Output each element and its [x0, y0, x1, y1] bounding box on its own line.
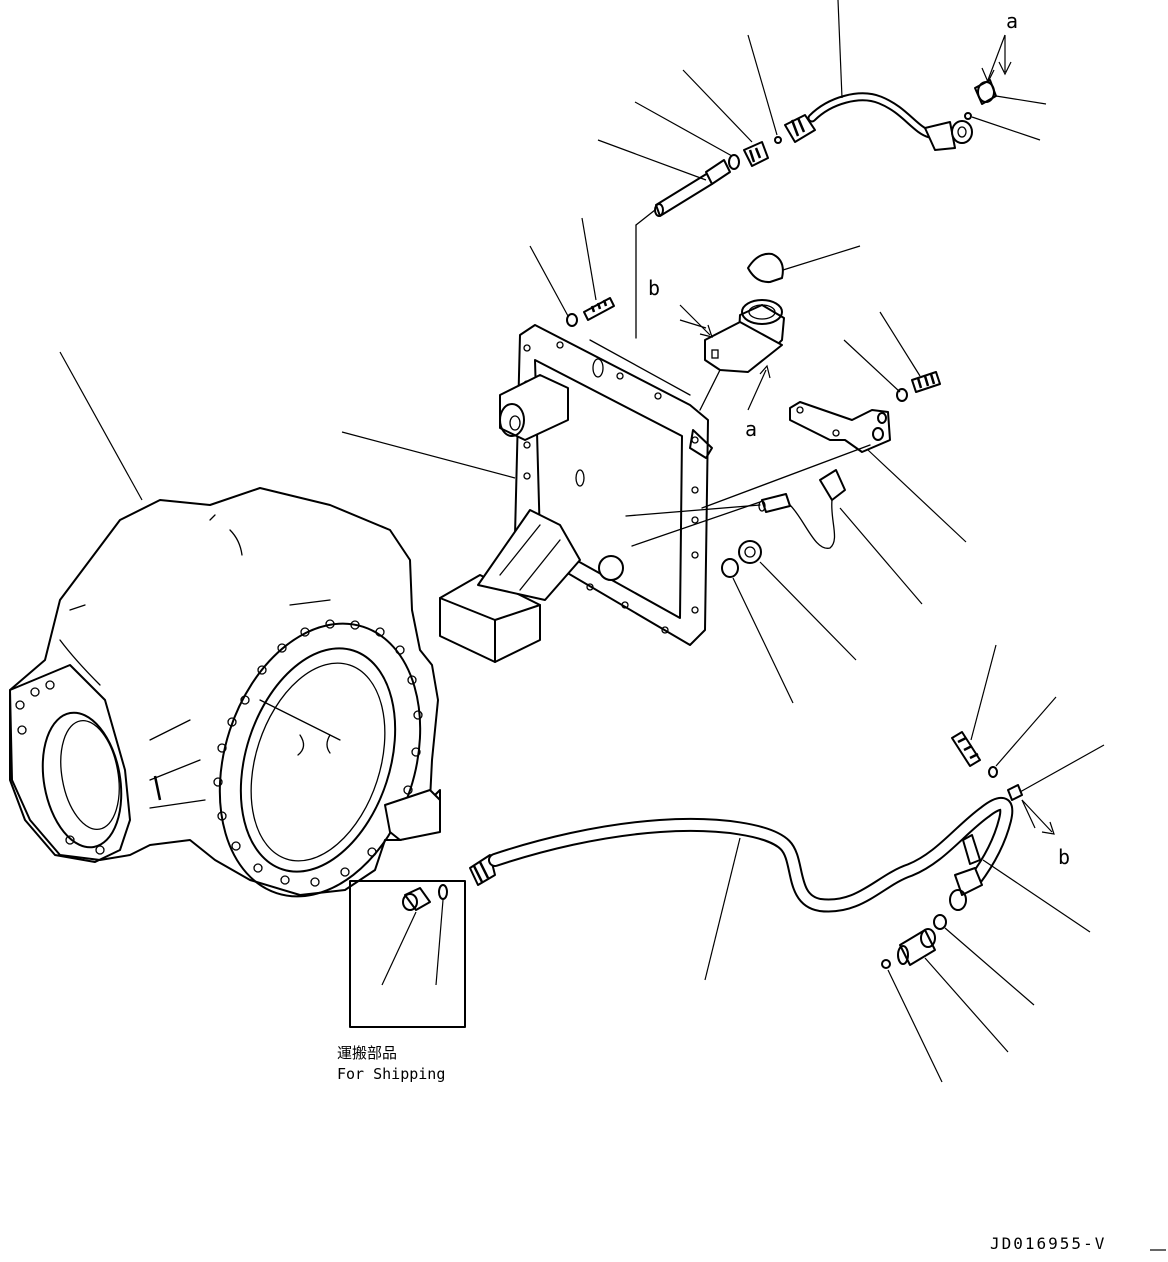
- callout-a-mid: a: [745, 364, 771, 441]
- bolt-cover: [583, 297, 615, 321]
- seal-bottom: [933, 914, 947, 930]
- plug: [738, 540, 762, 564]
- elbow-top: [743, 141, 769, 167]
- sensor-harness: [758, 469, 846, 549]
- bolt-hose: [951, 731, 981, 767]
- seal-top: [728, 154, 740, 170]
- filler-neck: [699, 299, 785, 411]
- callout-a-mid-label: a: [745, 417, 757, 441]
- bracket: [789, 401, 891, 453]
- oring-bottom: [881, 959, 891, 969]
- oring-top: [774, 136, 782, 144]
- washer-cover: [566, 313, 578, 327]
- shipping-box: 運搬部品 For Shipping: [337, 880, 466, 1083]
- callout-b-bottom-label: b: [1058, 845, 1070, 869]
- axle-housing: [9, 487, 441, 898]
- connector-b: [1007, 784, 1023, 801]
- leader-lines: [59, 0, 1105, 1083]
- callout-b-bottom: b: [1021, 799, 1070, 869]
- oring-a: [964, 112, 972, 120]
- hose-bottom: [469, 796, 1014, 913]
- drawing-code: JD016955-V: [990, 1234, 1106, 1253]
- hose-top: [784, 92, 973, 151]
- callout-a-top: a: [981, 9, 1018, 84]
- cover-plate: [439, 324, 713, 663]
- callout-a-top-label: a: [1006, 9, 1018, 33]
- shipping-label-jp: 運搬部品: [337, 1044, 397, 1062]
- adapter-bottom: [897, 928, 936, 966]
- bolt-bracket: [911, 371, 941, 393]
- pipe-top: [654, 159, 731, 217]
- washer-hose: [988, 766, 998, 778]
- callout-b-top-label: b: [648, 276, 660, 300]
- washer-bracket: [896, 388, 908, 402]
- callout-b-top: b: [648, 276, 713, 338]
- flange-bolt-holes: [213, 619, 423, 887]
- shipping-label-en: For Shipping: [337, 1065, 445, 1083]
- cap: [747, 252, 784, 284]
- elbow-a: [974, 79, 997, 105]
- washer-plug: [721, 558, 739, 578]
